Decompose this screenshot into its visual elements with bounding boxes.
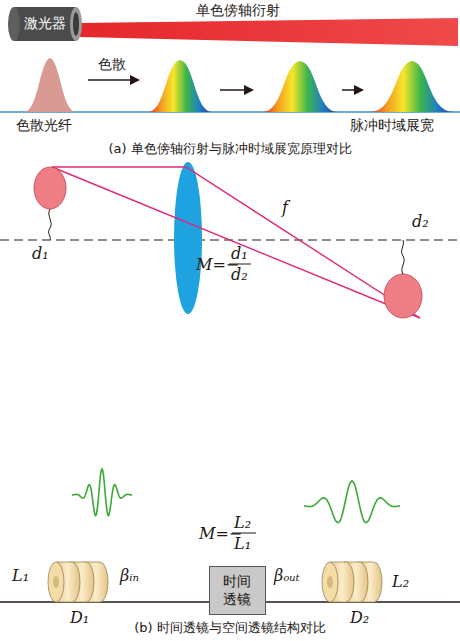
focal-label: f	[282, 198, 288, 217]
image-stem	[402, 240, 405, 274]
beam-label: 单色傍轴衍射	[196, 2, 280, 19]
dispersion-label: βᵢₙ	[120, 566, 139, 585]
fraction-term: L₁	[234, 534, 251, 553]
rays	[52, 167, 420, 318]
part-label: 脉冲时域展宽	[350, 117, 434, 134]
node-text: 时间透镜	[222, 573, 253, 608]
dispersion-label: D₂	[350, 608, 369, 627]
dimension-label: d₁	[32, 244, 49, 263]
arrows	[88, 75, 364, 95]
lens	[174, 162, 202, 314]
laser-cylinder: 激光器	[8, 6, 82, 42]
fraction-term: d₂	[231, 265, 248, 284]
dispersion-label: D₁	[70, 608, 89, 627]
dispersed-pulse	[148, 60, 212, 112]
fraction-term: d₁	[231, 244, 248, 263]
dimension-label: d₂	[412, 212, 429, 231]
laser-beam	[80, 18, 458, 46]
input-waveform	[72, 469, 132, 516]
part-label: 色散光纤	[16, 117, 72, 134]
caption: (a) 单色傍轴衍射与脉冲时域展宽原理对比	[0, 141, 460, 157]
length-label: L₁	[12, 566, 29, 585]
caption: (b) 时间透镜与空间透镜结构对比	[0, 620, 460, 636]
dispersed-pulse	[370, 61, 454, 112]
time-lens-box: 时间透镜	[209, 566, 266, 615]
length-label: L₂	[392, 572, 409, 591]
process-label: 色散	[98, 56, 126, 73]
object-stem	[49, 209, 52, 240]
object	[34, 167, 66, 209]
image	[384, 274, 422, 318]
output-waveform	[304, 481, 400, 523]
dispersion-label: βₒᵤₜ	[274, 566, 300, 585]
fraction-term: L₂	[234, 513, 251, 532]
node-text: 激光器	[24, 15, 66, 33]
initial-pulse	[24, 58, 76, 112]
dispersed-pulse	[262, 61, 338, 112]
